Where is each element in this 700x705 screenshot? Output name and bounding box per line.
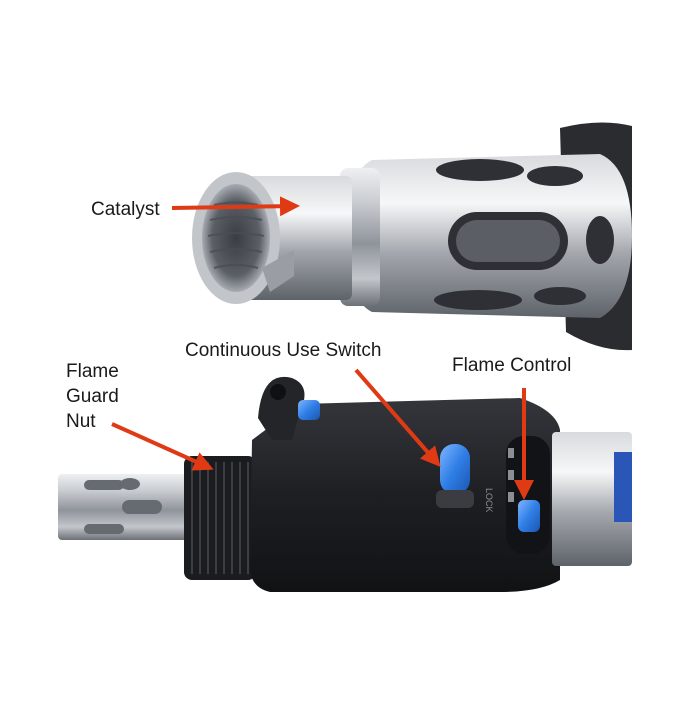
iron-body-image: LOCK [58, 376, 632, 592]
continuous-use-switch-arrow [354, 368, 441, 468]
annotation-arrows [111, 196, 534, 500]
continuous-use-switch-label: Continuous Use Switch [185, 340, 382, 361]
flame-guard-nut-label-line-2: Guard [66, 386, 119, 407]
svg-text:LOCK: LOCK [484, 488, 494, 513]
flame-guard-nut-arrow [111, 422, 214, 471]
flame-control-label: Flame Control [452, 355, 572, 376]
catalyst-label: Catalyst [91, 199, 160, 220]
flame-guard-nut-label: Flame Guard Nut [66, 359, 119, 434]
flame-guard-nut-label-line-1: Flame [66, 361, 119, 382]
catalyst-arrow [171, 196, 300, 217]
flame-guard-nut-label-line-3: Nut [66, 411, 96, 432]
catalyst-tip-image [192, 122, 632, 351]
